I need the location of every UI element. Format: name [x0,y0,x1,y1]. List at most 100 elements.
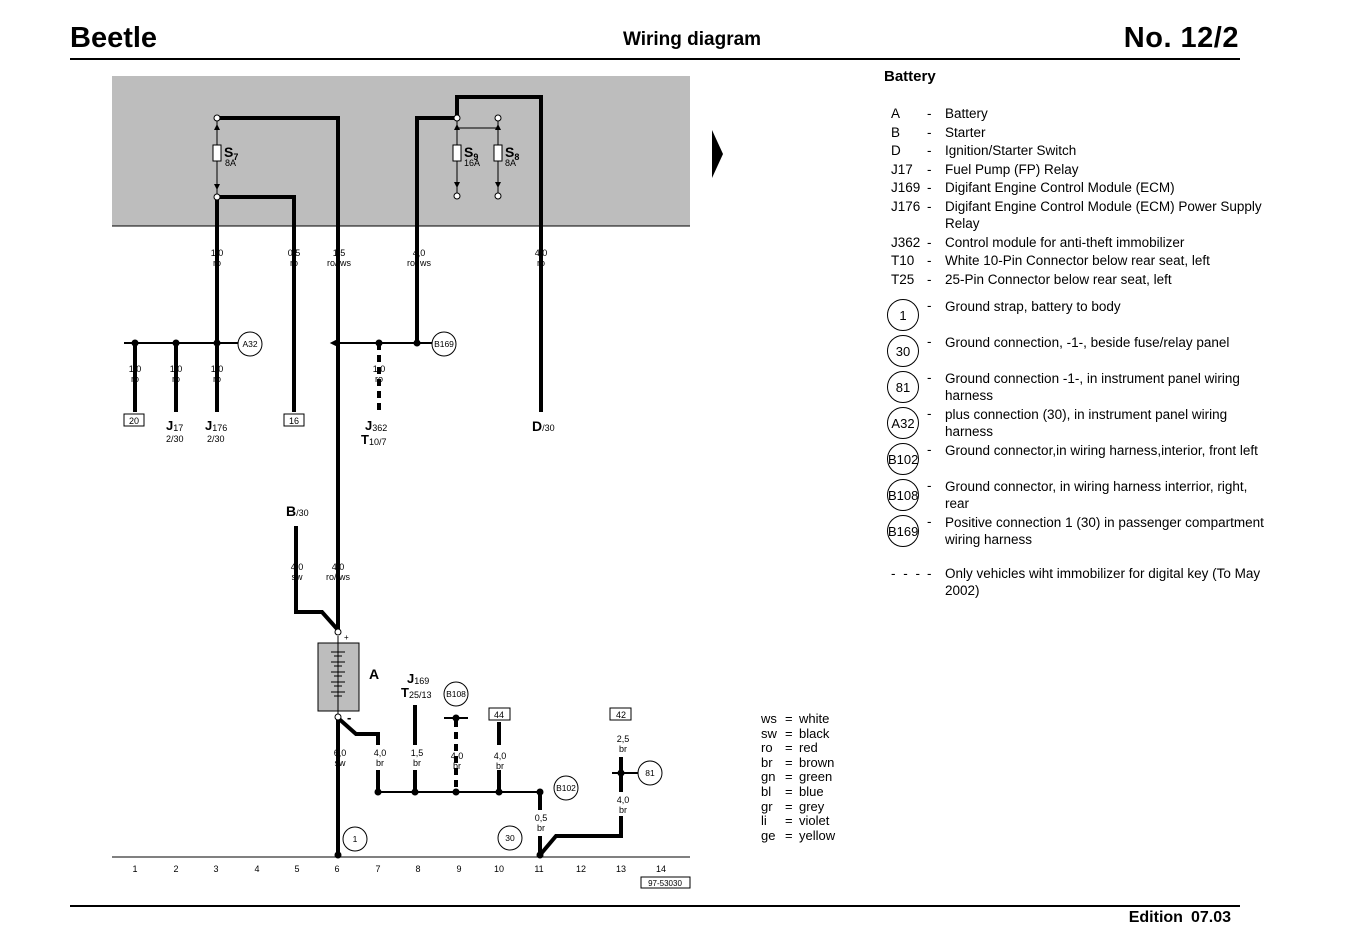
drawing-id: 97-53030 [648,879,682,888]
splice-b102 [553,775,579,801]
color-equals: = [785,798,793,814]
battery-symbol: + - A [317,628,379,725]
track-11: 11 [534,864,543,874]
junction-b169-1 [375,339,383,347]
term-j169: J169 [407,671,429,686]
s7-bottom-terminal [213,193,221,201]
fuse-s8-rating: 8A [505,158,516,168]
ground-symbol: 81 [887,370,919,403]
color-equals: = [785,813,793,829]
color-row: ro=red [761,740,835,756]
ref-box-20 [123,413,145,427]
fuse-s8-label: S8 [505,144,519,162]
track-6: 6 [334,864,339,874]
color-name: blue [799,783,824,799]
color-name: green [799,769,833,785]
ground-row: 30-Ground connection, -1-, beside fuse/r… [884,333,1264,369]
component-row: J169-Digifant Engine Control Module (ECM… [884,179,1264,196]
splice-b108 [443,681,469,707]
s8-bottom-terminal [494,192,502,200]
s8-body [493,144,503,162]
component-code: J176 [891,198,921,214]
header-number: No. 12/2 [1123,22,1239,54]
fuse-arrows [214,124,501,190]
component-dash: - [927,161,932,177]
ground-dash: - [927,405,932,421]
junction-a32-2 [172,339,180,347]
header-model: Beetle [70,22,158,54]
color-row: ws=white [761,711,835,727]
color-equals: = [785,769,793,785]
component-row: T10-White 10-Pin Connector below rear se… [884,252,1264,269]
ground-row: B169-Positive connection 1 (30) in passe… [884,513,1264,549]
edition-label: Edition [1128,909,1183,926]
track-4: 4 [254,864,259,874]
component-code: T25 [891,271,915,287]
ground-symbol: B108 [887,478,919,511]
junction-a32-1 [131,339,139,347]
ground-symbol: 1 [887,298,919,331]
ground-dash: - [927,513,932,529]
color-name: violet [799,813,830,829]
component-desc: 25-Pin Connector below rear seat, left [945,271,1172,287]
legend-title: Battery [884,68,936,85]
ground-desc: Ground strap, battery to body [945,298,1121,314]
component-desc: Battery [945,106,988,121]
ground-desc: Ground connector, in wiring harness inte… [945,478,1248,511]
ground-symbol: B169 [887,514,919,547]
battery-label: A [369,666,379,682]
track-5: 5 [294,864,299,874]
wire-10 [294,526,340,632]
color-row: gr=grey [761,798,835,815]
reference-box-labels: 20 16 44 42 [129,416,626,720]
ground-81 [637,760,663,786]
component-row: D-Ignition/Starter Switch [884,142,1264,159]
color-name: grey [799,798,825,814]
battery-plus-terminal [334,628,342,636]
color-equals: = [785,783,793,799]
component-row: A-Battery [884,105,1264,122]
ref-box-44 [488,707,511,721]
component-desc: Ignition/Starter Switch [945,143,1077,159]
color-row: bl = blue [761,783,835,800]
fuse-labels: S7 8A S9 16A S8 8A [224,144,519,168]
color-abbr: ro [761,740,773,756]
ground-81-label: 81 [645,768,655,778]
component-dash: - [927,180,932,196]
color-row: li=violet [761,813,835,829]
term-j176: J176 [205,418,227,433]
component-dash: - [927,253,932,269]
color-abbr: bl [761,783,772,799]
s9-body [452,144,462,162]
junction-brown-3 [452,788,460,796]
term-j17-pin: 2/30 [166,434,184,444]
header-rule [70,58,1240,60]
wire-19 [538,816,623,857]
ground-dash: - [927,477,932,493]
component-code: J17 [891,161,913,177]
component-row: J176-Digifant Engine Control Module (ECM… [884,198,1264,232]
component-row: J17-Fuel Pump (FP) Relay [884,161,1264,178]
ground-30 [497,825,523,851]
ground-symbol: 30 [887,334,919,367]
track-10: 10 [494,864,504,874]
ground-1-label: 1 [353,834,358,844]
component-code: A [891,106,901,121]
splice-b169 [431,331,457,357]
ref-box-16 [283,413,305,427]
color-name: black [799,725,830,741]
component-dash: - [927,271,932,287]
wire-minus [336,716,380,745]
battery-minus-sign: - [347,710,351,725]
